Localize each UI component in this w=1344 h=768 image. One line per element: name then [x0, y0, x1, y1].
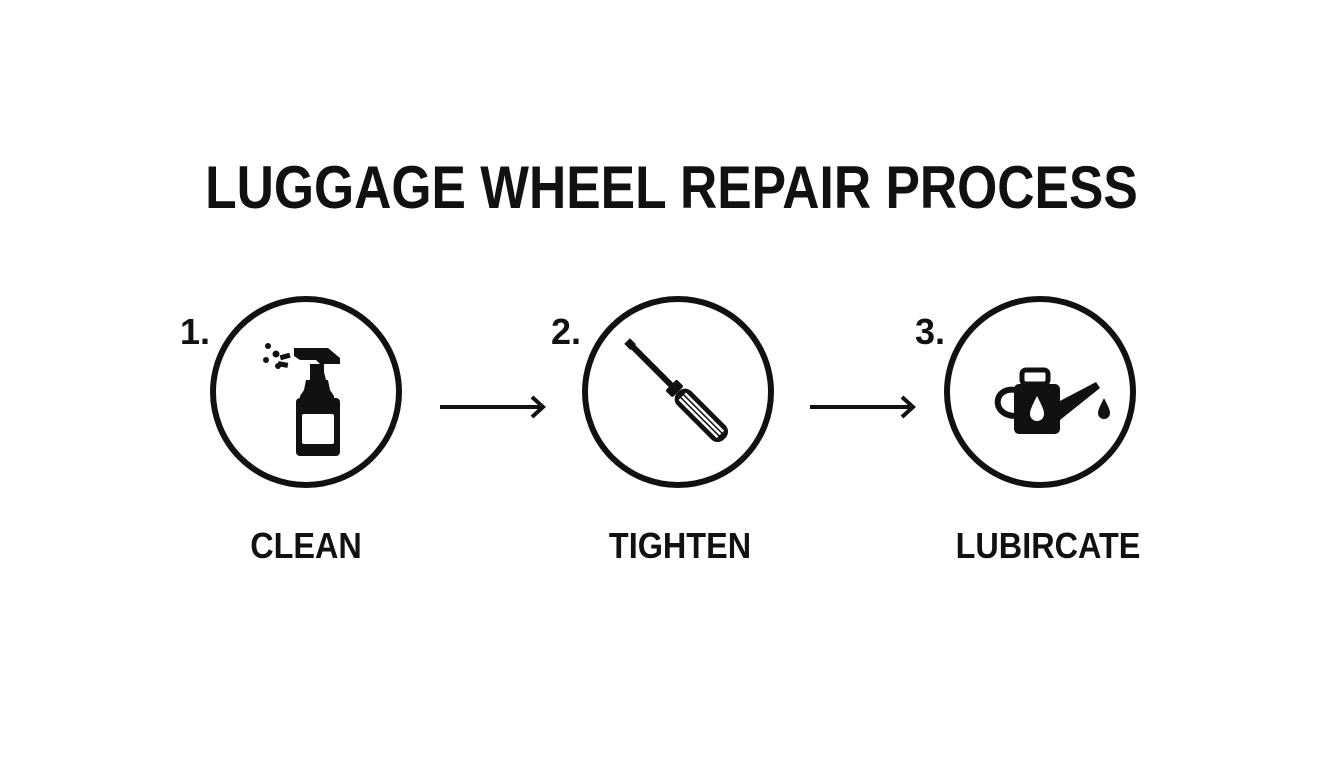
step-2-label: TIGHTEN — [608, 525, 752, 566]
step-2-number: 2. — [551, 311, 582, 352]
step-2-circle — [582, 296, 774, 488]
step-1-label: CLEAN — [250, 525, 362, 566]
arrow-right-icon — [810, 395, 916, 419]
step-1-number: 1. — [180, 311, 211, 352]
step-1-circle — [210, 296, 402, 488]
screwdriver-icon — [624, 338, 729, 443]
page-title: LUGGAGE WHEEL REPAIR PROCESS — [205, 154, 1138, 221]
oil-can-icon — [994, 367, 1110, 434]
step-3-label: LUBIRCATE — [955, 525, 1141, 566]
arrow-right-icon — [440, 395, 546, 419]
step-3-circle — [944, 296, 1136, 488]
spray-bottle-icon — [263, 343, 340, 456]
step-3-number: 3. — [915, 311, 946, 352]
